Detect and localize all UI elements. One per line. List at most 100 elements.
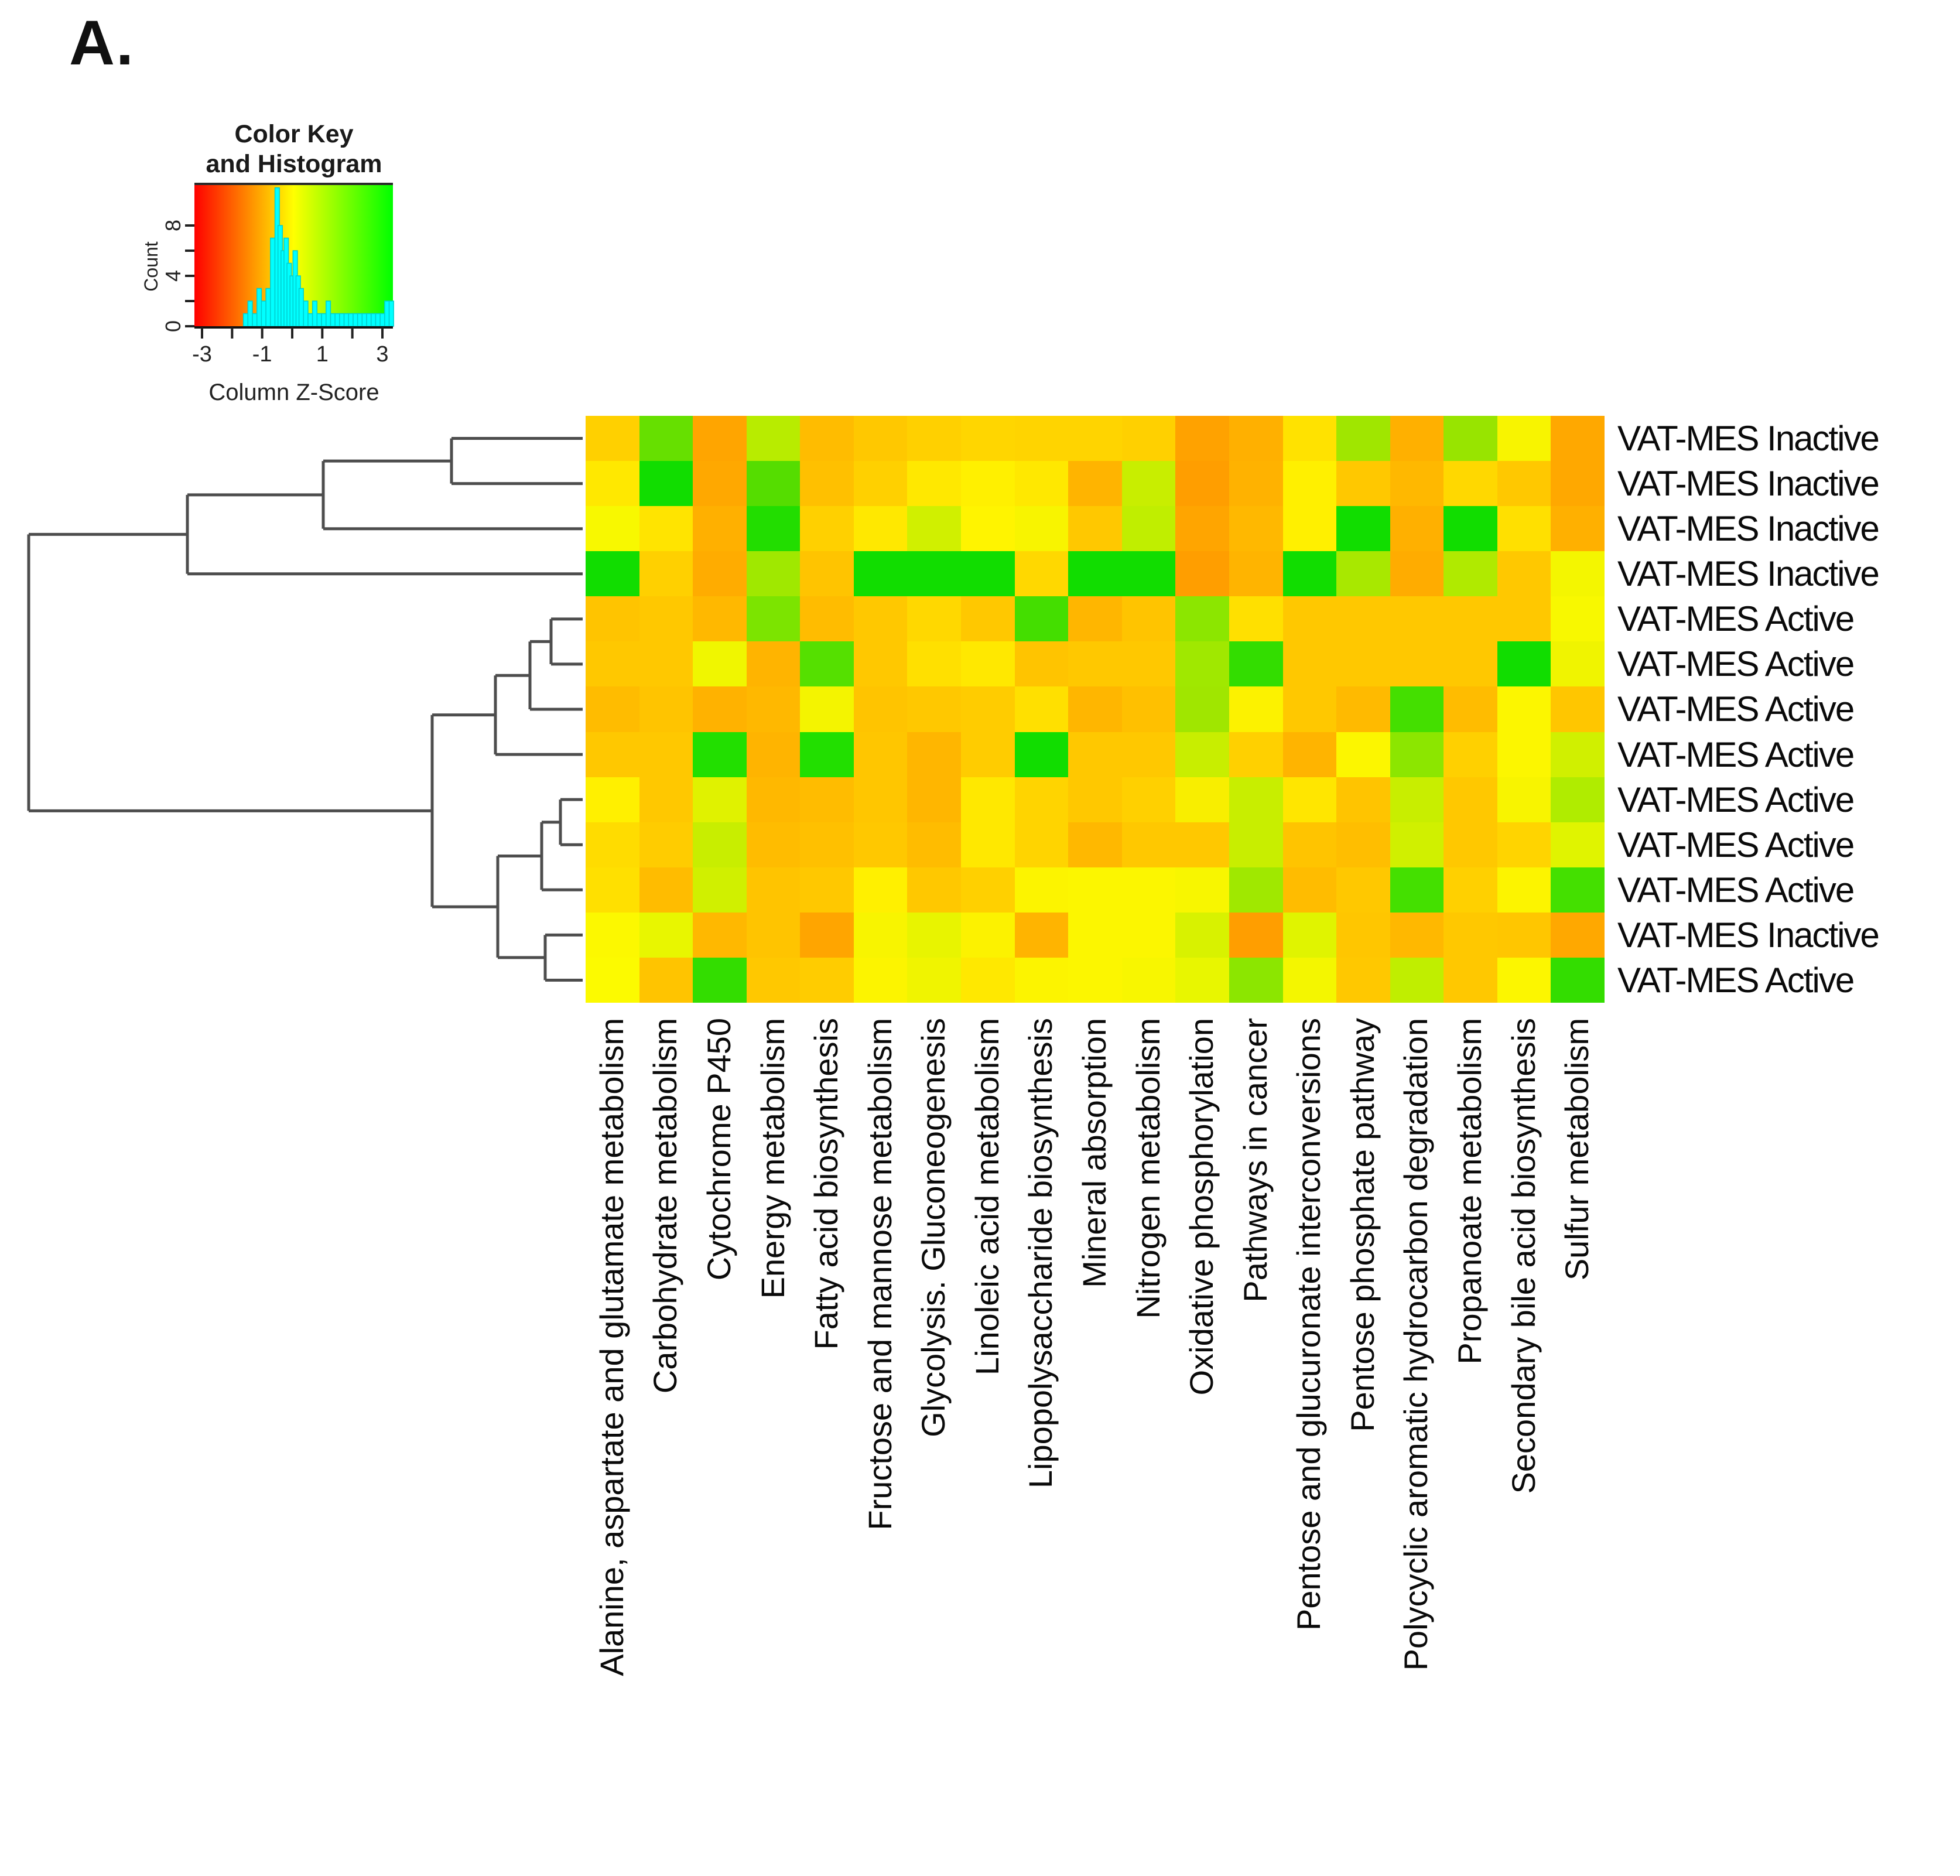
heatmap-cell	[693, 777, 747, 822]
heatmap-cell	[1068, 777, 1122, 822]
heatmap-row-label: VAT-MES Inactive	[1617, 915, 1880, 955]
heatmap-cell	[1390, 867, 1444, 913]
heatmap-cell	[1068, 957, 1122, 1003]
heatmap-column-label: Carbohydrate metabolism	[647, 1018, 684, 1394]
heatmap-cell	[1229, 777, 1283, 822]
heatmap-cell	[800, 867, 854, 913]
heatmap-cell	[961, 596, 1015, 642]
heatmap-cell	[1121, 461, 1176, 507]
heatmap-cell	[1282, 551, 1337, 597]
heatmap-cell	[1551, 596, 1605, 642]
heatmap-cell	[693, 686, 747, 732]
heatmap-cell	[746, 596, 801, 642]
heatmap-cell	[1336, 867, 1390, 913]
heatmap-column-label: Glycolysis. Gluconeogenesis	[915, 1018, 952, 1437]
heatmap-cell	[853, 551, 908, 597]
heatmap-cell	[1497, 596, 1551, 642]
heatmap-column-label: Pentose and glucuronate interconversions	[1290, 1018, 1328, 1631]
heatmap-cell	[1282, 686, 1337, 732]
heatmap-cell	[1497, 867, 1551, 913]
heatmap-cell	[1497, 506, 1551, 552]
heatmap-cell	[746, 641, 801, 687]
heatmap-cell	[853, 912, 908, 958]
heatmap-cell	[1390, 551, 1444, 597]
heatmap-cell	[586, 912, 639, 958]
color-key-x-tick-label: 3	[376, 342, 389, 367]
heatmap-cell	[1175, 461, 1229, 507]
heatmap-cell	[1282, 822, 1337, 867]
color-key-y-tick-label: 4	[161, 269, 185, 282]
heatmap-cell	[1282, 777, 1337, 822]
heatmap-cell	[693, 416, 747, 462]
heatmap-column-label: Linoleic acid metabolism	[968, 1018, 1005, 1376]
heatmap-cell	[1282, 416, 1337, 462]
heatmap-cell	[1444, 551, 1497, 597]
heatmap-cell	[1068, 641, 1122, 687]
heatmap-cell	[586, 732, 639, 777]
heatmap-cell	[1229, 867, 1283, 913]
heatmap-cell	[1497, 461, 1551, 507]
heatmap-cell	[1444, 506, 1497, 552]
heatmap-cell	[693, 551, 747, 597]
heatmap-cell	[853, 957, 908, 1003]
heatmap-cell	[586, 686, 639, 732]
heatmap-cell	[1282, 732, 1337, 777]
heatmap-cell	[1444, 461, 1497, 507]
heatmap-cell	[1444, 957, 1497, 1003]
heatmap-row-label: VAT-MES Inactive	[1617, 554, 1880, 594]
heatmap-cell	[1175, 641, 1229, 687]
heatmap-cell	[586, 822, 639, 867]
heatmap-cell	[1551, 416, 1605, 462]
heatmap-cell	[639, 777, 693, 822]
heatmap-cell	[1229, 461, 1283, 507]
heatmap-cell	[1175, 596, 1229, 642]
heatmap-cell	[586, 416, 639, 462]
heatmap-cell	[1336, 777, 1390, 822]
heatmap-cell	[907, 912, 962, 958]
heatmap-cell	[853, 732, 908, 777]
heatmap-column-label: Sulfur metabolism	[1558, 1018, 1596, 1281]
heatmap-cell	[1444, 912, 1497, 958]
heatmap-cell	[800, 551, 854, 597]
heatmap-cell	[746, 822, 801, 867]
heatmap-cell	[1014, 912, 1069, 958]
heatmap-cell	[1175, 551, 1229, 597]
heatmap-cell	[693, 867, 747, 913]
heatmap-cell	[1014, 686, 1069, 732]
heatmap-cell	[1068, 732, 1122, 777]
heatmap-cell	[1014, 641, 1069, 687]
heatmap-cell	[853, 506, 908, 552]
heatmap-cell	[1390, 461, 1444, 507]
heatmap-cell	[1336, 912, 1390, 958]
heatmap-cell	[907, 416, 962, 462]
heatmap-cell	[907, 596, 962, 642]
heatmap-cell	[1068, 596, 1122, 642]
heatmap-cell	[853, 822, 908, 867]
heatmap-cell	[1551, 461, 1605, 507]
heatmap-cell	[907, 506, 962, 552]
heatmap-cell	[853, 641, 908, 687]
heatmap-cell	[1175, 957, 1229, 1003]
heatmap-column-label: Mineral absorption	[1076, 1018, 1113, 1288]
heatmap-cell	[1497, 416, 1551, 462]
heatmap-cell	[1175, 822, 1229, 867]
heatmap-cell	[1229, 822, 1283, 867]
heatmap-cell	[907, 822, 962, 867]
color-key-y-tick-label: 0	[161, 320, 185, 333]
heatmap-cell	[639, 867, 693, 913]
heatmap-cell	[800, 461, 854, 507]
heatmap-cell	[586, 506, 639, 552]
heatmap-cell	[1175, 732, 1229, 777]
panel-label: A.	[69, 7, 135, 78]
heatmap-cell	[907, 867, 962, 913]
heatmap-row-label: VAT-MES Active	[1617, 644, 1855, 684]
heatmap-cell	[1121, 506, 1176, 552]
heatmap-cell	[1068, 867, 1122, 913]
heatmap-cell	[746, 777, 801, 822]
heatmap-cell	[1497, 777, 1551, 822]
heatmap-cell	[1121, 732, 1176, 777]
heatmap-cell	[1336, 461, 1390, 507]
heatmap-cell	[961, 551, 1015, 597]
heatmap-cell	[800, 686, 854, 732]
heatmap-column-label: Secondary bile acid biosynthesis	[1504, 1018, 1542, 1494]
